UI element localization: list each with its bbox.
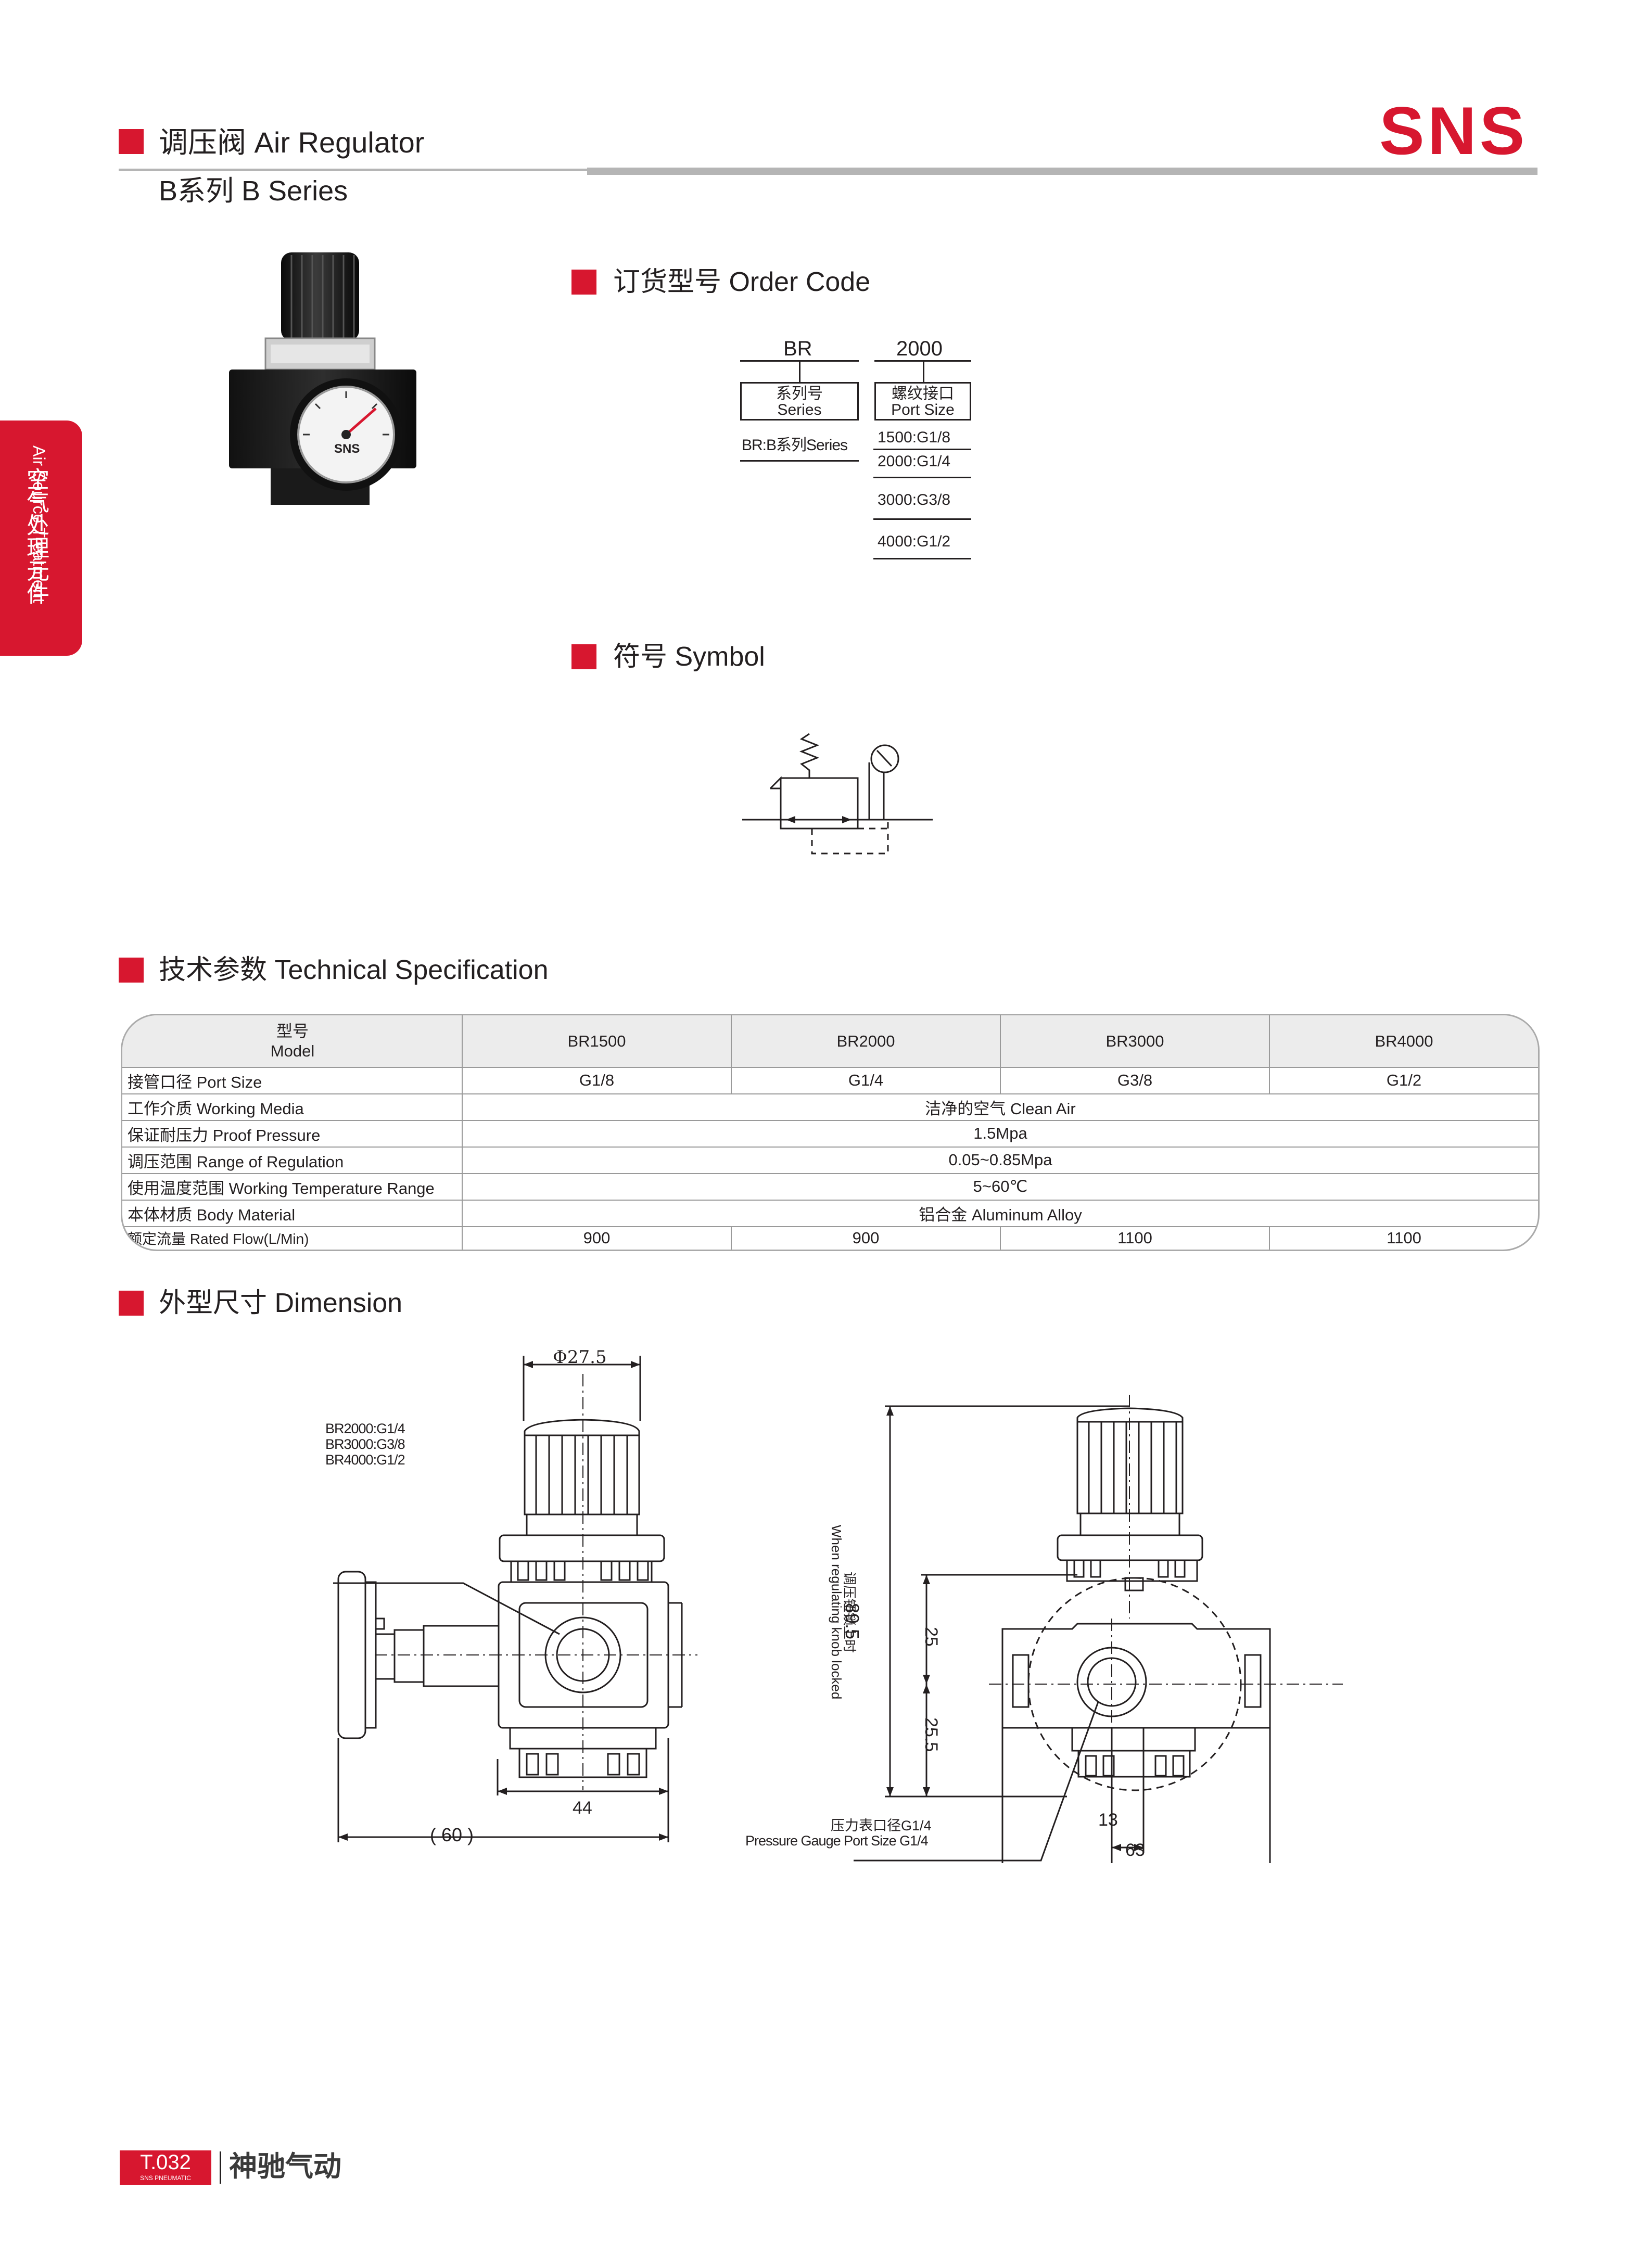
size-option-rule-4 <box>873 558 971 559</box>
table-cell: G1/4 <box>731 1067 1001 1094</box>
size-connector <box>923 360 924 383</box>
dim-44: 44 <box>573 1798 592 1818</box>
spec-row-proof-pressure: 保证耐压力 Proof Pressure 1.5Mpa <box>122 1119 1538 1148</box>
size-option-rule-2 <box>873 477 971 478</box>
row-label: 本体材质 Body Material <box>122 1199 463 1227</box>
spec-table: 型号 Model BR1500 BR2000 BR3000 BR4000 接管口… <box>121 1014 1540 1251</box>
model-cell: BR1500 <box>462 1015 732 1068</box>
regulator-symbol <box>742 733 933 855</box>
page-title: 调压阀 Air Regulator <box>159 126 425 159</box>
brand-logo: SNS <box>1379 93 1528 169</box>
prefix-label-cn: 系列号 <box>776 385 823 402</box>
order-prefix: BR <box>783 337 812 360</box>
table-cell: 900 <box>462 1226 732 1250</box>
header-rule-thick <box>587 168 1537 175</box>
knob-note-en: When regulating knob locked <box>829 1525 844 1700</box>
spec-header-row: 型号 Model BR1500 BR2000 BR3000 BR4000 <box>122 1015 1538 1068</box>
side-view-drawing <box>854 1395 1343 1863</box>
row-label: 使用温度范围 Working Temperature Range <box>122 1173 463 1201</box>
model-cell: BR2000 <box>731 1015 1001 1068</box>
table-cell: 900 <box>731 1226 1001 1250</box>
prefix-connector <box>799 360 800 383</box>
table-cell: 5~60℃ <box>462 1173 1538 1201</box>
symbol-square-icon <box>571 644 596 669</box>
product-photo: SNS <box>229 252 416 505</box>
table-cell: 0.05~0.85Mpa <box>462 1146 1538 1174</box>
dim-phi: Φ27.5 <box>553 1347 607 1368</box>
model-header: 型号 Model <box>122 1015 463 1068</box>
size-option-2: 2000:G1/4 <box>878 453 951 470</box>
dim-25: 25 <box>921 1627 941 1647</box>
dimension-square-icon <box>119 1291 144 1316</box>
page-code-badge: T.032 SNS PNEUMATIC <box>120 2150 211 2185</box>
dimension-heading: 外型尺寸 Dimension <box>159 1288 403 1318</box>
company-name: 神驰气动 <box>229 2151 341 2182</box>
spec-row-port-size: 接管口径 Port Size G1/8 G1/4 G3/8 G1/2 <box>122 1067 1538 1094</box>
table-cell: 洁净的空气 Clean Air <box>462 1093 1538 1121</box>
prefix-label-en: Series <box>777 401 822 418</box>
table-cell: 铝合金 Aluminum Alloy <box>462 1199 1538 1227</box>
dim-60: ( 60 ) <box>430 1824 474 1845</box>
prefix-option-rule <box>740 460 859 462</box>
row-label: 接管口径 Port Size <box>122 1067 463 1094</box>
spec-row-temperature: 使用温度范围 Working Temperature Range 5~60℃ <box>122 1173 1538 1201</box>
size-label-box: 螺纹接口 Port Size <box>874 382 971 421</box>
footer-divider <box>220 2151 221 2184</box>
model-header-cn: 型号 <box>276 1022 309 1041</box>
spec-row-regulation-range: 调压范围 Range of Regulation 0.05~0.85Mpa <box>122 1146 1538 1174</box>
dim-25-5: 25.5 <box>921 1717 941 1752</box>
table-cell: G3/8 <box>1000 1067 1270 1094</box>
page-code: T.032 <box>140 2151 191 2174</box>
side-tab: 空气处理元件 Air Source Treatment <box>0 421 82 656</box>
dim-63: 63 <box>1125 1840 1145 1860</box>
row-label: 调压范围 Range of Regulation <box>122 1146 463 1174</box>
size-option-rule-3 <box>873 518 971 520</box>
side-tab-label-cn: 空气处理元件 <box>23 467 48 605</box>
header-rule <box>119 169 587 171</box>
dim-13: 13 <box>1098 1810 1118 1830</box>
page-code-sub: SNS PNEUMATIC <box>140 2174 191 2182</box>
row-label: 保证耐压力 Proof Pressure <box>122 1119 463 1148</box>
prefix-option: BR:B系列Series <box>742 437 848 454</box>
port-note-2: BR3000:G3/8 <box>325 1436 405 1452</box>
spec-row-working-media: 工作介质 Working Media 洁净的空气 Clean Air <box>122 1093 1538 1121</box>
spec-square-icon <box>119 958 144 983</box>
table-cell: 1100 <box>1269 1226 1538 1250</box>
port-note-1: BR2000:G1/4 <box>325 1421 405 1436</box>
order-code-heading: 订货型号 Order Code <box>613 267 871 297</box>
order-size: 2000 <box>896 337 943 360</box>
table-cell: 1100 <box>1000 1226 1270 1250</box>
spec-row-body-material: 本体材质 Body Material 铝合金 Aluminum Alloy <box>122 1199 1538 1227</box>
svg-text:SNS: SNS <box>334 442 360 456</box>
table-cell: 1.5Mpa <box>462 1119 1538 1148</box>
spec-row-rated-flow: 额定流量 Rated Flow(L/Min) 900 900 1100 1100 <box>122 1226 1538 1250</box>
port-note-3: BR4000:G1/2 <box>325 1452 405 1468</box>
title-square-icon <box>119 129 144 154</box>
model-header-en: Model <box>270 1041 315 1060</box>
gauge-port-note-en: Pressure Gauge Port Size G1/4 <box>745 1833 929 1849</box>
gauge-port-note-cn: 压力表口径G1/4 <box>831 1818 932 1833</box>
side-tab-label-en: Air Source Treatment <box>30 445 48 603</box>
model-cell: BR3000 <box>1000 1015 1270 1068</box>
model-cell: BR4000 <box>1269 1015 1538 1068</box>
size-label-en: Port Size <box>891 401 955 418</box>
size-option-1: 1500:G1/8 <box>878 429 951 446</box>
size-option-3: 3000:G3/8 <box>878 491 951 508</box>
table-cell: G1/2 <box>1269 1067 1538 1094</box>
spec-heading: 技术参数 Technical Specification <box>159 955 549 985</box>
symbol-heading: 符号 Symbol <box>613 642 765 672</box>
front-view-drawing <box>333 1356 697 1842</box>
row-label: 工作介质 Working Media <box>122 1093 463 1121</box>
order-code-square-icon <box>571 270 596 295</box>
page-subtitle: B系列 B Series <box>159 175 348 207</box>
size-label-cn: 螺纹接口 <box>892 385 954 402</box>
row-label: 额定流量 Rated Flow(L/Min) <box>122 1226 463 1250</box>
table-cell: G1/8 <box>462 1067 732 1094</box>
size-option-4: 4000:G1/2 <box>878 533 951 550</box>
size-option-rule-1 <box>873 449 971 450</box>
prefix-label-box: 系列号 Series <box>740 382 859 421</box>
